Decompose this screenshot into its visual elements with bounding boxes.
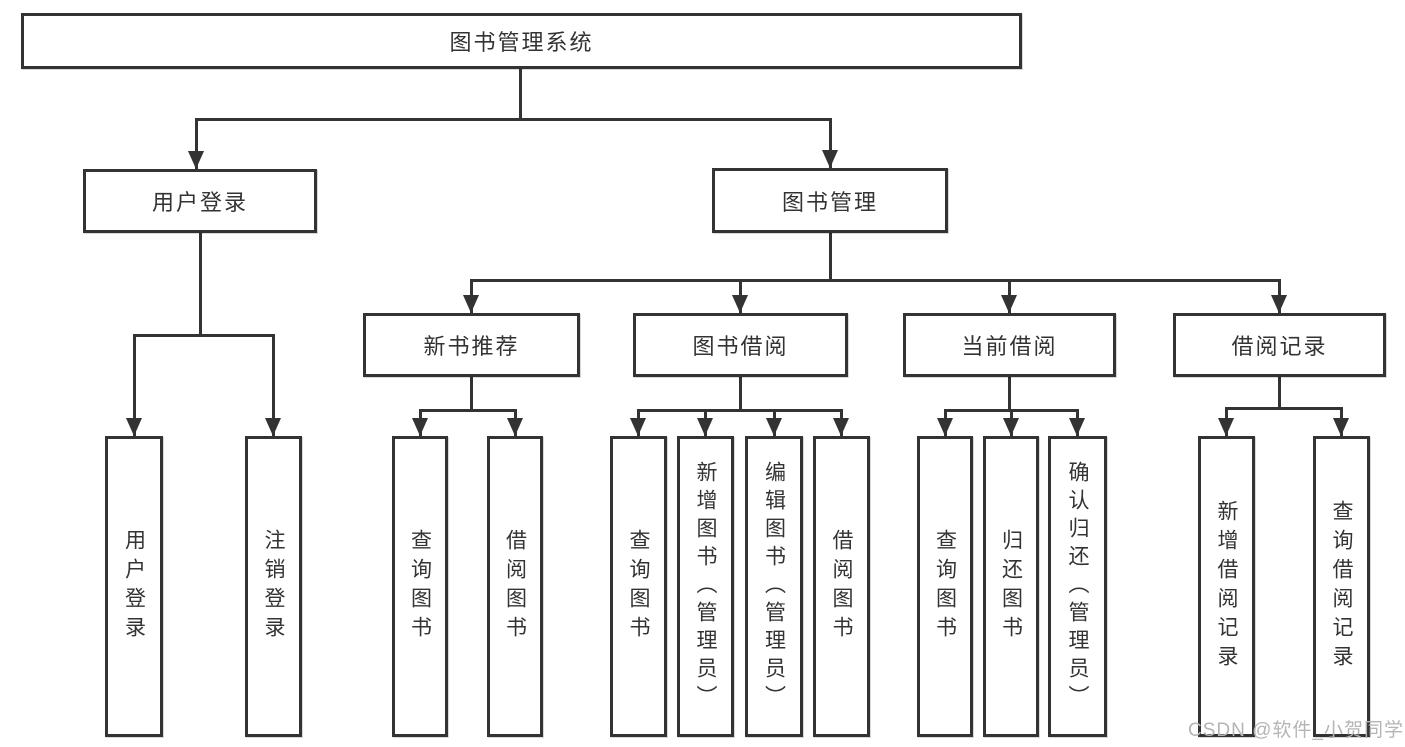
node-library-management-system: 图书管理系统 <box>21 13 1022 69</box>
connector-line <box>1278 377 1281 410</box>
node-borrow-books-leaf-1: 借阅图书 <box>487 436 543 737</box>
connector-line <box>519 69 522 120</box>
arrow-down-icon <box>1069 418 1085 436</box>
arrow-down-icon <box>822 150 838 168</box>
node-current-borrowing: 当前借阅 <box>903 313 1116 377</box>
node-label: 确认归还（管理员） <box>1066 460 1089 713</box>
arrow-down-icon <box>265 418 281 436</box>
node-new-book-recommendation: 新书推荐 <box>363 313 580 377</box>
node-label: 新增图书（管理员） <box>694 460 717 713</box>
connector-line <box>195 118 832 121</box>
node-user-login-leaf: 用户登录 <box>105 436 163 737</box>
arrow-down-icon <box>697 418 713 436</box>
node-label: 图书借阅 <box>692 334 789 359</box>
connector-line <box>637 409 843 412</box>
arrow-down-icon <box>1001 295 1017 313</box>
node-label: 新书推荐 <box>423 334 520 359</box>
arrow-down-icon <box>630 418 646 436</box>
connector-line <box>133 334 136 436</box>
arrow-down-icon <box>937 418 953 436</box>
arrow-down-icon <box>126 418 142 436</box>
node-borrowing-records: 借阅记录 <box>1173 313 1386 377</box>
node-borrow-books-leaf-2: 借阅图书 <box>813 436 870 737</box>
node-label: 归还图书 <box>999 528 1023 645</box>
node-user-login: 用户登录 <box>83 169 317 233</box>
connector-line <box>419 409 517 412</box>
node-label: 查询图书 <box>627 528 650 645</box>
arrow-down-icon <box>1271 295 1287 313</box>
arrow-down-icon <box>188 151 204 169</box>
node-query-books-leaf-1: 查询图书 <box>392 436 448 737</box>
node-return-books-leaf: 归还图书 <box>983 436 1039 737</box>
arrow-down-icon <box>1333 418 1349 436</box>
node-label: 图书管理系统 <box>449 30 594 55</box>
node-label: 新增借阅记录 <box>1215 499 1238 674</box>
node-edit-books-admin-leaf: 编辑图书（管理员） <box>745 436 803 737</box>
node-label: 用户登录 <box>151 190 248 215</box>
node-add-books-admin-leaf: 新增图书（管理员） <box>677 436 734 737</box>
connector-line <box>195 118 198 169</box>
node-label: 图书管理 <box>781 189 878 215</box>
node-label: 查询图书 <box>933 528 957 645</box>
node-confirm-return-admin-leaf: 确认归还（管理员） <box>1048 436 1107 737</box>
node-label: 借阅图书 <box>830 528 853 645</box>
connector-line <box>470 377 473 412</box>
arrow-down-icon <box>507 418 523 436</box>
node-label: 查询借阅记录 <box>1330 499 1353 674</box>
connector-line <box>133 334 275 337</box>
arrow-down-icon <box>766 418 782 436</box>
node-label: 用户登录 <box>122 528 146 645</box>
connector-line <box>829 233 832 282</box>
connector-line <box>739 377 742 412</box>
connector-line <box>199 233 202 336</box>
arrow-down-icon <box>1218 418 1234 436</box>
node-logout-leaf: 注销登录 <box>245 436 302 737</box>
connector-line <box>470 279 1281 282</box>
node-query-books-leaf-2: 查询图书 <box>610 436 667 737</box>
node-label: 编辑图书（管理员） <box>762 460 786 713</box>
watermark: CSDN @软件_小贺同学 <box>1188 720 1404 741</box>
arrow-down-icon <box>412 418 428 436</box>
node-query-borrow-record-leaf: 查询借阅记录 <box>1313 436 1370 737</box>
node-book-borrowing: 图书借阅 <box>633 313 848 377</box>
connector-line <box>1008 377 1011 412</box>
node-label: 借阅记录 <box>1231 334 1328 359</box>
node-book-management: 图书管理 <box>712 168 948 233</box>
connector-line <box>1225 407 1343 410</box>
node-add-borrow-record-leaf: 新增借阅记录 <box>1198 436 1255 737</box>
connector-line <box>272 334 275 436</box>
arrow-down-icon <box>1003 418 1019 436</box>
node-label: 查询图书 <box>408 528 432 645</box>
arrow-down-icon <box>833 418 849 436</box>
arrow-down-icon <box>463 295 479 313</box>
node-label: 注销登录 <box>262 528 285 645</box>
arrow-down-icon <box>732 295 748 313</box>
node-label: 当前借阅 <box>961 334 1058 359</box>
node-query-books-leaf-3: 查询图书 <box>917 436 973 737</box>
node-label: 借阅图书 <box>503 528 527 645</box>
connector-line <box>829 118 832 168</box>
